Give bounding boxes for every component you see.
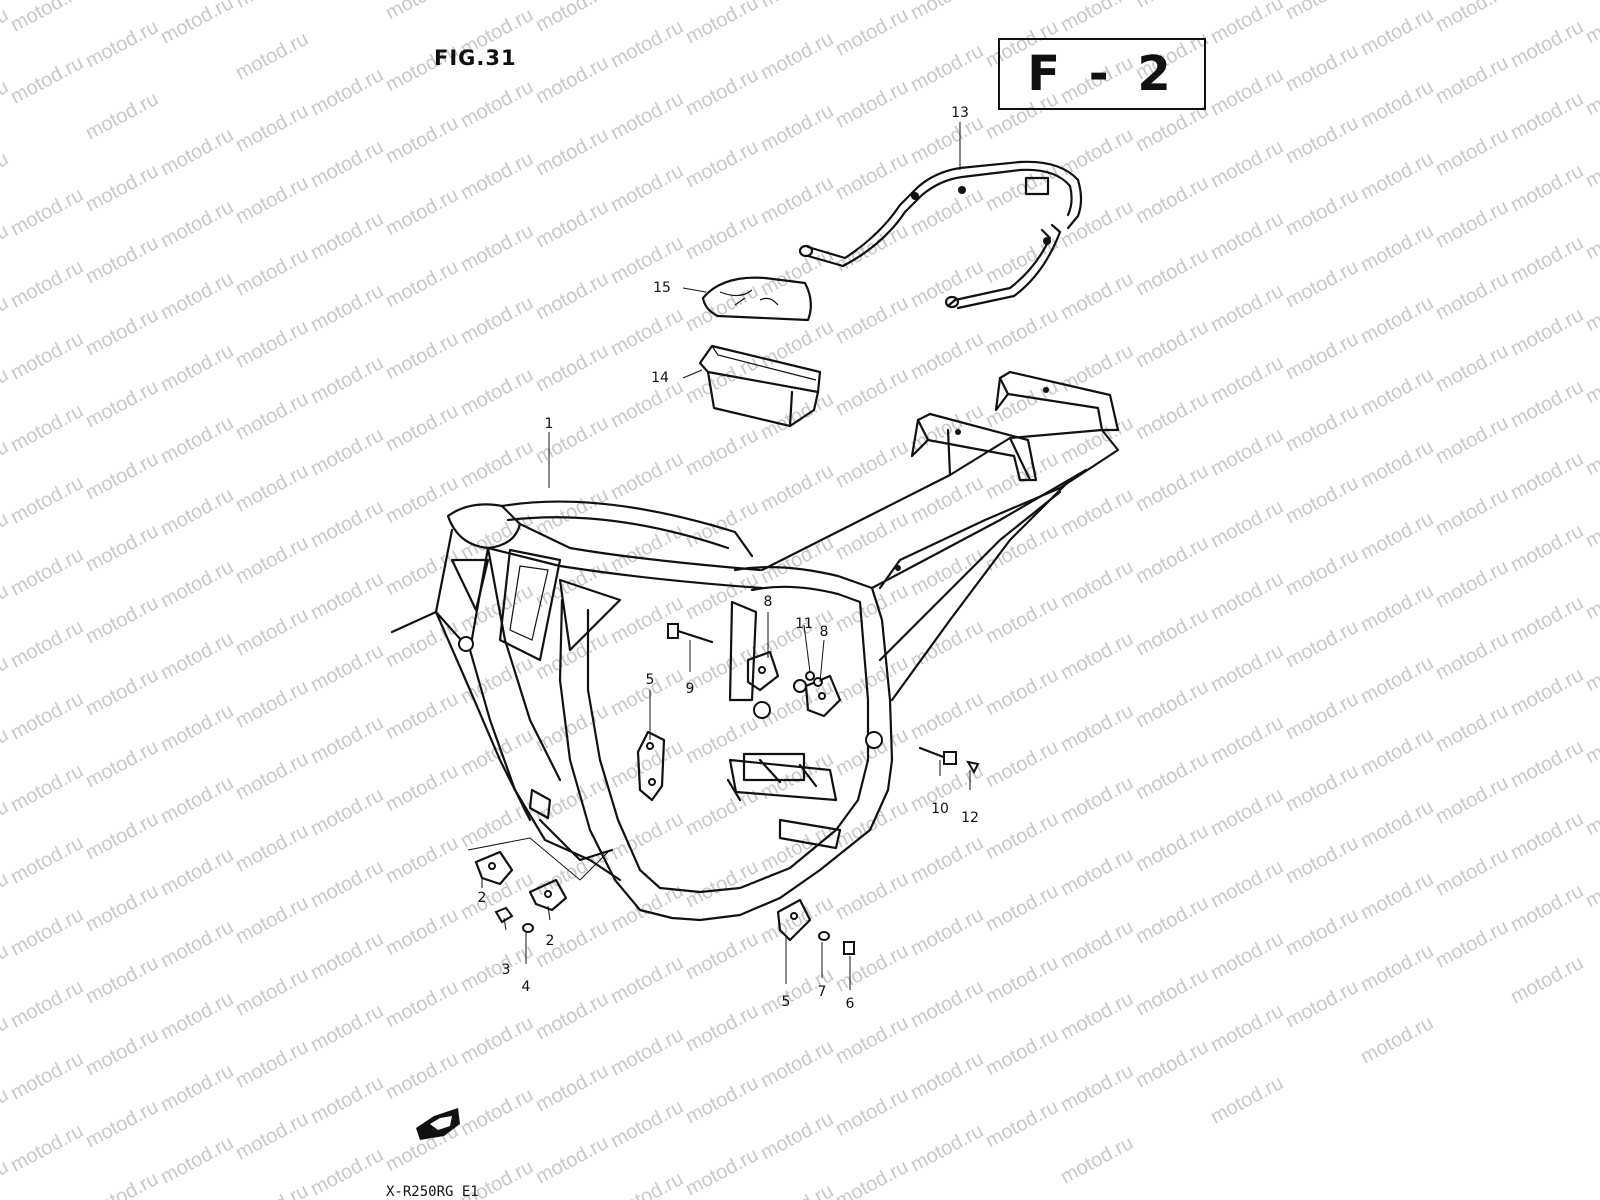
- part-6-bolt: [843, 941, 855, 955]
- figure-title: FIG.31: [434, 46, 517, 70]
- part-2-plate-b: [528, 878, 568, 912]
- part-label-8b: 8: [819, 624, 829, 640]
- part-8-plate-left: [746, 650, 780, 692]
- part-12-nut: [965, 760, 980, 775]
- front-arrow-icon: [416, 1108, 460, 1140]
- model-footer-code: X-R250RG E1: [386, 1184, 479, 1200]
- part-14-tool-tray: [698, 344, 822, 428]
- part-2-plate-a: [474, 850, 514, 886]
- leader-lines: [467, 122, 971, 990]
- part-label-5a: 5: [645, 672, 655, 688]
- part-7-washer: [818, 931, 830, 941]
- part-label-8a: 8: [763, 594, 773, 610]
- part-label-5b: 5: [781, 994, 791, 1010]
- part-label-9: 9: [685, 681, 695, 697]
- part-13-seat-rail: [798, 160, 1083, 310]
- part-3-nut: [494, 906, 514, 924]
- part-label-4: 4: [521, 979, 531, 995]
- part-4-washer: [522, 923, 534, 933]
- part-8-plate-right: [804, 674, 842, 718]
- part-label-3: 3: [501, 962, 511, 978]
- part-label-15: 15: [653, 280, 671, 296]
- part-5-upper-plate: [636, 730, 666, 802]
- part-9-bolt: [667, 623, 714, 644]
- part-1-main-frame: [390, 370, 1120, 922]
- part-label-6: 6: [845, 996, 855, 1012]
- part-label-1: 1: [544, 416, 554, 432]
- part-label-2b: 2: [545, 933, 555, 949]
- part-label-12: 12: [961, 810, 979, 826]
- part-label-10: 10: [931, 801, 949, 817]
- part-label-13: 13: [951, 105, 969, 121]
- part-10-bolt: [918, 746, 957, 765]
- part-15-tool-bag: [701, 276, 812, 322]
- section-code-box: F - 2: [998, 38, 1206, 110]
- part-5-lower-plate: [776, 898, 812, 942]
- part-label-2a: 2: [477, 890, 487, 906]
- part-label-11: 11: [795, 616, 813, 632]
- part-label-14: 14: [651, 370, 669, 386]
- part-label-7: 7: [817, 984, 827, 1000]
